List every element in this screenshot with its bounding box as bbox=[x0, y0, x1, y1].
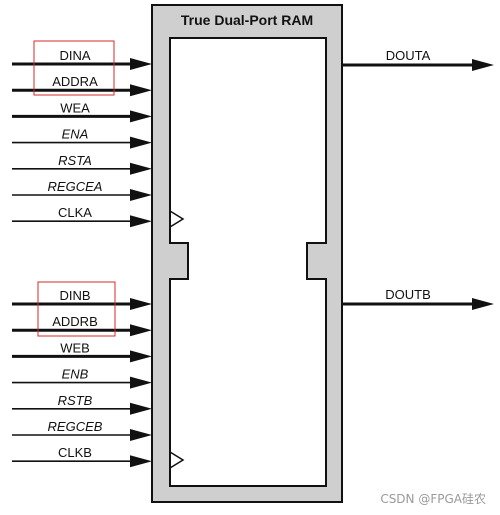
web-label: WEB bbox=[60, 340, 90, 355]
regceb-arrowhead bbox=[130, 429, 152, 441]
addra-label: ADDRA bbox=[52, 74, 98, 89]
clkb-arrowhead bbox=[130, 455, 152, 468]
clkb-label: CLKB bbox=[58, 445, 92, 460]
clka-clock-triangle bbox=[169, 210, 185, 228]
output-ports: DOUTA DOUTB bbox=[342, 48, 494, 310]
doutb-arrowhead bbox=[472, 298, 494, 310]
block-title: True Dual-Port RAM bbox=[181, 12, 313, 28]
port-a-inputs: DINA ADDRA WEA ENA RSTA REGCEA CLKA bbox=[12, 48, 152, 228]
douta-arrowhead bbox=[472, 59, 494, 71]
addra-arrowhead bbox=[130, 84, 152, 97]
clka-label: CLKA bbox=[58, 205, 92, 220]
wea-arrowhead bbox=[130, 110, 152, 123]
dinb-label: DINB bbox=[59, 288, 90, 303]
dina-arrowhead bbox=[130, 58, 152, 70]
rstb-arrowhead bbox=[130, 402, 152, 415]
clka-arrowhead bbox=[130, 215, 152, 228]
port-b-inputs: DINB ADDRB WEB ENB RSTB REGCEB CLKB bbox=[12, 288, 152, 468]
watermark: CSDN @FPGA硅农 bbox=[380, 492, 486, 506]
wea-label: WEA bbox=[60, 100, 90, 115]
dinb-arrowhead bbox=[130, 298, 152, 310]
rsta-label: RSTA bbox=[58, 153, 92, 168]
regcea-arrowhead bbox=[130, 189, 152, 201]
highlight-box-port-a bbox=[33, 40, 115, 96]
dina-label: DINA bbox=[59, 48, 90, 63]
addrb-arrowhead bbox=[130, 324, 152, 337]
ram-inner-area bbox=[169, 37, 327, 487]
clkb-clock-triangle bbox=[169, 451, 185, 469]
addrb-label: ADDRB bbox=[52, 314, 98, 329]
enb-arrowhead bbox=[130, 376, 152, 389]
web-arrowhead bbox=[130, 350, 152, 363]
enb-label: ENB bbox=[62, 367, 89, 382]
doutb-label: DOUTB bbox=[385, 287, 431, 302]
ena-label: ENA bbox=[62, 127, 89, 142]
regcea-label: REGCEA bbox=[48, 179, 103, 194]
ena-arrowhead bbox=[130, 136, 152, 149]
regceb-label: REGCEB bbox=[48, 419, 103, 434]
rsta-arrowhead bbox=[130, 162, 152, 175]
douta-label: DOUTA bbox=[386, 48, 431, 63]
rstb-label: RSTB bbox=[58, 393, 93, 408]
highlight-box-port-b bbox=[37, 281, 116, 337]
